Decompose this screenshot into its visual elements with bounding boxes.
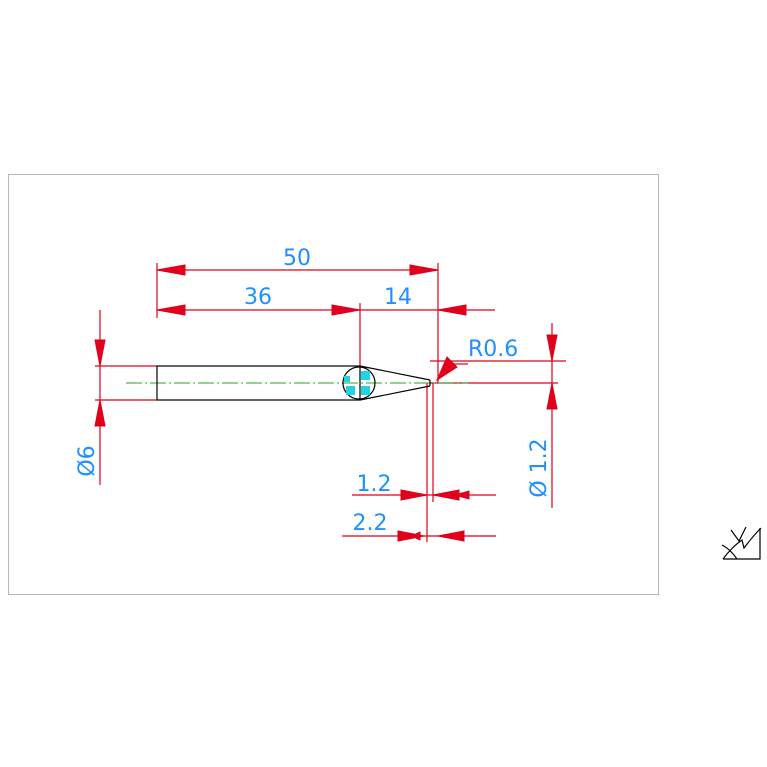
arrowheads (94, 264, 558, 542)
dim-overall-length: 50 (283, 246, 311, 271)
dim-tip-diameter: Ø 1.2 (527, 438, 552, 497)
dimension-labels: 50 36 14 R0.6 1.2 2.2 Ø6 Ø 1.2 (75, 246, 552, 536)
dim-shank-diameter: Ø6 (75, 445, 100, 476)
dim-offset-small: 1.2 (357, 472, 392, 497)
dim-shank-length: 36 (244, 285, 272, 310)
drawing-frame (8, 174, 659, 595)
dim-offset-large: 2.2 (353, 511, 388, 536)
dim-tip-length: 14 (384, 285, 412, 310)
ucs-icon (721, 526, 762, 560)
part-outline (156, 365, 431, 401)
dim-tip-radius: R0.6 (468, 337, 518, 362)
selection-grips (344, 371, 370, 395)
dimension-lines (95, 263, 566, 542)
